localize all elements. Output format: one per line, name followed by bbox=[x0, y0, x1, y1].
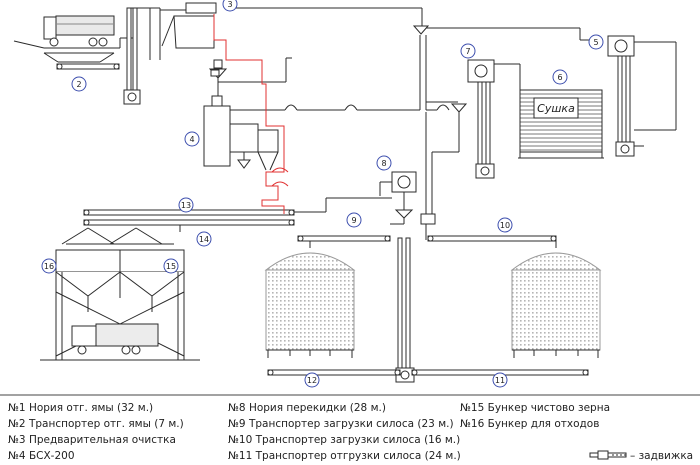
number-label: 11 bbox=[495, 376, 505, 385]
elevator-7 bbox=[467, 59, 521, 179]
legend-item: №10 Транспортер загрузки силоса (16 м.) bbox=[228, 434, 460, 446]
number-marker-8: 8 bbox=[376, 155, 392, 171]
number-label: 13 bbox=[181, 201, 191, 210]
number-circle bbox=[460, 43, 476, 59]
number-label: 8 bbox=[381, 159, 386, 168]
number-circle bbox=[588, 34, 604, 50]
number-label: 2 bbox=[76, 80, 81, 89]
number-marker-15: 15 bbox=[163, 258, 179, 274]
silo-left bbox=[264, 241, 356, 358]
number-label: 16 bbox=[44, 262, 54, 271]
legend-item: №9 Транспортер загрузки силоса (23 м.) bbox=[228, 418, 454, 430]
flow-junctions bbox=[210, 25, 430, 77]
number-label: 6 bbox=[557, 73, 562, 82]
elevator-5 bbox=[607, 35, 677, 157]
equipment-number-markers: 2 3 4 5 6 7 8 9 10 11 12 13 14 15 16 bbox=[41, 0, 604, 388]
number-label: 4 bbox=[189, 135, 194, 144]
legend-item: №8 Нория перекидки (28 м.) bbox=[228, 402, 386, 414]
legend: №1 Нория отг. ямы (32 м.) №2 Транспортер… bbox=[8, 402, 693, 462]
number-label: 9 bbox=[351, 216, 356, 225]
number-marker-3: 3 bbox=[222, 0, 238, 12]
silo-right bbox=[510, 241, 602, 358]
bunker-structure bbox=[40, 227, 200, 361]
number-label: 14 bbox=[199, 235, 209, 244]
silo-loading-conveyor-10 bbox=[427, 235, 557, 242]
number-circle bbox=[184, 131, 200, 147]
intake-pit bbox=[43, 52, 115, 63]
drier-6 bbox=[518, 89, 604, 159]
main-downpipe bbox=[420, 112, 459, 240]
number-circle bbox=[492, 372, 508, 388]
drier-label: Сушка bbox=[537, 102, 575, 115]
number-circle bbox=[552, 69, 568, 85]
pre-cleaner-3 bbox=[161, 2, 217, 49]
number-circle bbox=[304, 372, 320, 388]
waste-line-red bbox=[213, 14, 289, 214]
legend-item: №3 Предварительная очистка bbox=[8, 434, 176, 446]
number-marker-7: 7 bbox=[460, 43, 476, 59]
number-label: 7 bbox=[465, 47, 470, 56]
pit-conveyor-2 bbox=[56, 63, 120, 70]
number-marker-11: 11 bbox=[492, 372, 508, 388]
valve-legend-label: – задвижка bbox=[630, 450, 693, 462]
number-circle bbox=[497, 217, 513, 233]
number-circle bbox=[222, 0, 238, 12]
cyclone-separator bbox=[208, 57, 292, 102]
elevator-8 bbox=[379, 171, 417, 383]
number-circle bbox=[71, 76, 87, 92]
number-circle bbox=[376, 155, 392, 171]
grain-cleaner-4 bbox=[203, 95, 279, 171]
number-label: 15 bbox=[166, 262, 176, 271]
number-marker-16: 16 bbox=[41, 258, 57, 274]
number-marker-13: 13 bbox=[178, 197, 194, 213]
number-marker-2: 2 bbox=[71, 76, 87, 92]
conveyor-14 bbox=[83, 219, 295, 226]
valve-icon bbox=[589, 450, 627, 460]
number-marker-10: 10 bbox=[497, 217, 513, 233]
unloading-truck bbox=[43, 15, 115, 47]
number-marker-4: 4 bbox=[184, 131, 200, 147]
number-marker-6: 6 bbox=[552, 69, 568, 85]
pipe-crossover-run bbox=[230, 35, 468, 152]
number-circle bbox=[163, 258, 179, 274]
legend-item: №15 Бункер чистово зерна bbox=[460, 402, 610, 414]
number-circle bbox=[346, 212, 362, 228]
number-marker-14: 14 bbox=[196, 231, 212, 247]
unloading-platform bbox=[13, 37, 136, 49]
silo-loading-conveyor-9 bbox=[297, 223, 404, 242]
number-label: 10 bbox=[500, 221, 510, 230]
number-marker-5: 5 bbox=[588, 34, 604, 50]
number-circle bbox=[196, 231, 212, 247]
number-circle bbox=[41, 258, 57, 274]
number-marker-12: 12 bbox=[304, 372, 320, 388]
number-label: 12 bbox=[307, 376, 317, 385]
number-label: 5 bbox=[593, 38, 598, 47]
legend-item: №16 Бункер для отходов bbox=[460, 418, 599, 430]
legend-item: №1 Нория отг. ямы (32 м.) bbox=[8, 402, 153, 414]
conveyor-13 bbox=[83, 197, 392, 216]
number-marker-9: 9 bbox=[346, 212, 362, 228]
pit-elevator-1 bbox=[123, 7, 160, 105]
number-circle bbox=[178, 197, 194, 213]
number-label: 3 bbox=[227, 0, 232, 9]
loading-truck bbox=[71, 323, 159, 355]
top-pipe-run bbox=[149, 7, 600, 60]
legend-item: №2 Транспортер отг. ямы (7 м.) bbox=[8, 418, 184, 430]
silo-unloading-conveyor-12 bbox=[267, 369, 401, 376]
legend-item: №4 БСХ-200 bbox=[8, 450, 75, 462]
legend-item: №11 Транспортер отгрузки силоса (24 м.) bbox=[228, 450, 461, 462]
